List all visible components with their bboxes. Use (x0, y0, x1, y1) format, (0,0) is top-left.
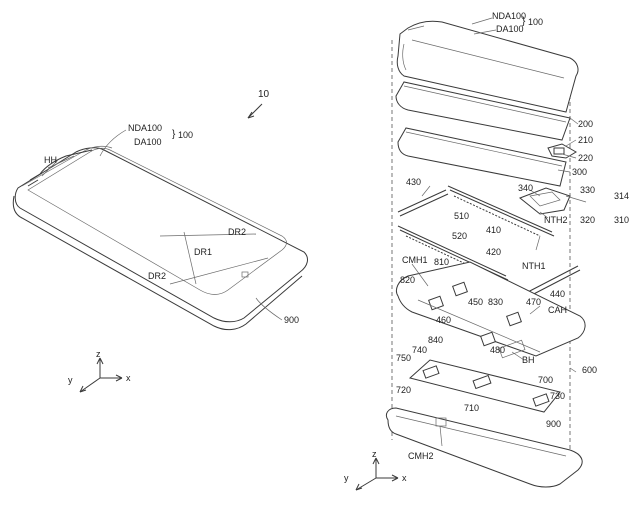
dr1-label: DR1 (194, 247, 213, 257)
chip-830 (506, 311, 522, 327)
label-cmh2: CMH2 (408, 451, 434, 461)
label-510: 510 (454, 211, 470, 221)
nda-label-right: NDA100 (492, 11, 527, 21)
label-cmh1: CMH1 (402, 255, 428, 265)
label-314: 314 (614, 191, 630, 201)
label-480: 480 (490, 345, 506, 355)
label-720: 720 (396, 385, 412, 395)
cmh2-hole (435, 417, 447, 427)
axis-x-right: x (402, 473, 407, 483)
label-bh: BH (522, 355, 535, 365)
da-label-left: DA100 (134, 137, 162, 147)
group-label-left: 100 (178, 130, 194, 140)
label-320: 320 (580, 215, 596, 225)
group-brace-right: } (522, 16, 526, 27)
part-730 (532, 393, 550, 407)
module-220 (553, 147, 565, 155)
label-750: 750 (396, 353, 412, 363)
label-740: 740 (412, 345, 428, 355)
label-900-right: 900 (546, 419, 562, 429)
strip-440 (523, 265, 579, 295)
label-700: 700 (538, 375, 554, 385)
layer-700 (408, 359, 561, 413)
axis-z-left: z (96, 349, 101, 359)
axis-y-right: y (344, 473, 349, 483)
assembled-phone (12, 103, 308, 331)
label-410: 410 (486, 225, 502, 235)
label-460: 460 (436, 315, 452, 325)
label-820: 820 (400, 275, 416, 285)
housing-label-left: 900 (284, 315, 300, 325)
axis-x-left: x (126, 373, 131, 383)
label-840: 840 (428, 335, 444, 345)
label-330: 330 (580, 185, 596, 195)
dr2-label-top: DR2 (228, 227, 247, 237)
label-450: 450 (468, 297, 484, 307)
leader-900 (255, 297, 283, 321)
chip-480 (480, 331, 496, 347)
part-740 (422, 365, 440, 379)
layer-200 (395, 81, 571, 141)
label-nth1: NTH1 (522, 261, 546, 271)
layer-window-100 (396, 20, 579, 113)
display-area (27, 147, 287, 295)
label-830: 830 (488, 297, 504, 307)
leader-hh (41, 159, 59, 177)
group-brace-left: } (172, 129, 176, 140)
nda-label-left: NDA100 (128, 123, 163, 133)
dr2-line-top (159, 233, 257, 237)
notch-region (39, 149, 93, 175)
label-cah: CAH (548, 305, 568, 315)
dr2-label-bottom: DR2 (148, 271, 167, 281)
label-420: 420 (486, 247, 502, 257)
strip-510 (453, 195, 541, 237)
phone-side-edge (12, 195, 303, 331)
housing-900 (385, 407, 583, 488)
arrow-ref-10 (247, 103, 263, 119)
chip-450 (452, 281, 468, 297)
module-310 (519, 187, 571, 215)
arrow-ref-10-head (247, 111, 255, 119)
da-label-right: DA100 (496, 24, 524, 34)
label-600: 600 (582, 365, 598, 375)
dr2-line-bottom (169, 257, 269, 285)
exploded-view (385, 17, 587, 488)
label-300: 300 (572, 167, 588, 177)
label-710: 710 (464, 403, 480, 413)
label-730: 730 (550, 391, 566, 401)
axis-z-right: z (372, 449, 377, 459)
dr1-divider (183, 231, 197, 285)
home-indicator (241, 271, 249, 278)
part-710 (472, 374, 492, 390)
label-200: 200 (578, 119, 594, 129)
label-470: 470 (526, 297, 542, 307)
label-810: 810 (434, 257, 450, 267)
label-nth2: NTH2 (544, 215, 568, 225)
strip-420 (397, 225, 507, 277)
axes-left (79, 357, 123, 393)
leader-nda-left (99, 129, 127, 157)
side-button-2 (27, 179, 39, 187)
label-210: 210 (578, 135, 594, 145)
figure-ref-label: 10 (258, 89, 270, 100)
phone-body-outline (14, 147, 308, 323)
label-340: 340 (518, 183, 534, 193)
label-220: 220 (578, 153, 594, 163)
axes-right (355, 457, 399, 491)
hh-label: HH (44, 155, 57, 165)
group-label-right: 100 (528, 17, 544, 27)
layer-600 (395, 261, 586, 357)
strip-410 (447, 185, 553, 233)
label-440: 440 (550, 289, 566, 299)
strip-430 (397, 189, 447, 213)
label-430: 430 (406, 177, 422, 187)
label-520: 520 (452, 231, 468, 241)
axis-y-left: y (68, 375, 73, 385)
side-button-1 (29, 173, 41, 181)
label-310: 310 (614, 215, 630, 225)
top-curved-edge (21, 145, 113, 187)
layer-300 (397, 127, 567, 187)
